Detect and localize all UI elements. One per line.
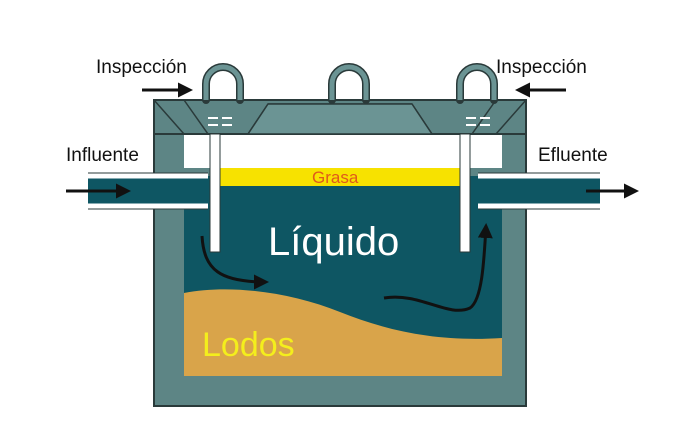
air-headspace [184,134,502,168]
inlet-baffle [209,133,221,253]
inspection-label-left: Inspección [96,57,187,78]
outlet-pipe [468,172,600,210]
flow-curve-inlet-arrow [200,235,269,290]
liquid-label: Líquido [268,220,400,264]
inspection-port-marks [208,117,490,126]
sludge-layer [184,289,502,376]
grease-label: Grasa [312,168,359,187]
grease-layer [218,168,462,186]
inspection-label-right: Inspección [496,57,587,78]
flow-curve-outlet-arrow [383,223,493,312]
outlet-baffle [459,133,471,253]
inflow-label: Influente [66,145,139,166]
outflow-label: Efluente [538,145,608,166]
sludge-label: Lodos [202,326,295,364]
lid-center-panel [246,103,434,135]
